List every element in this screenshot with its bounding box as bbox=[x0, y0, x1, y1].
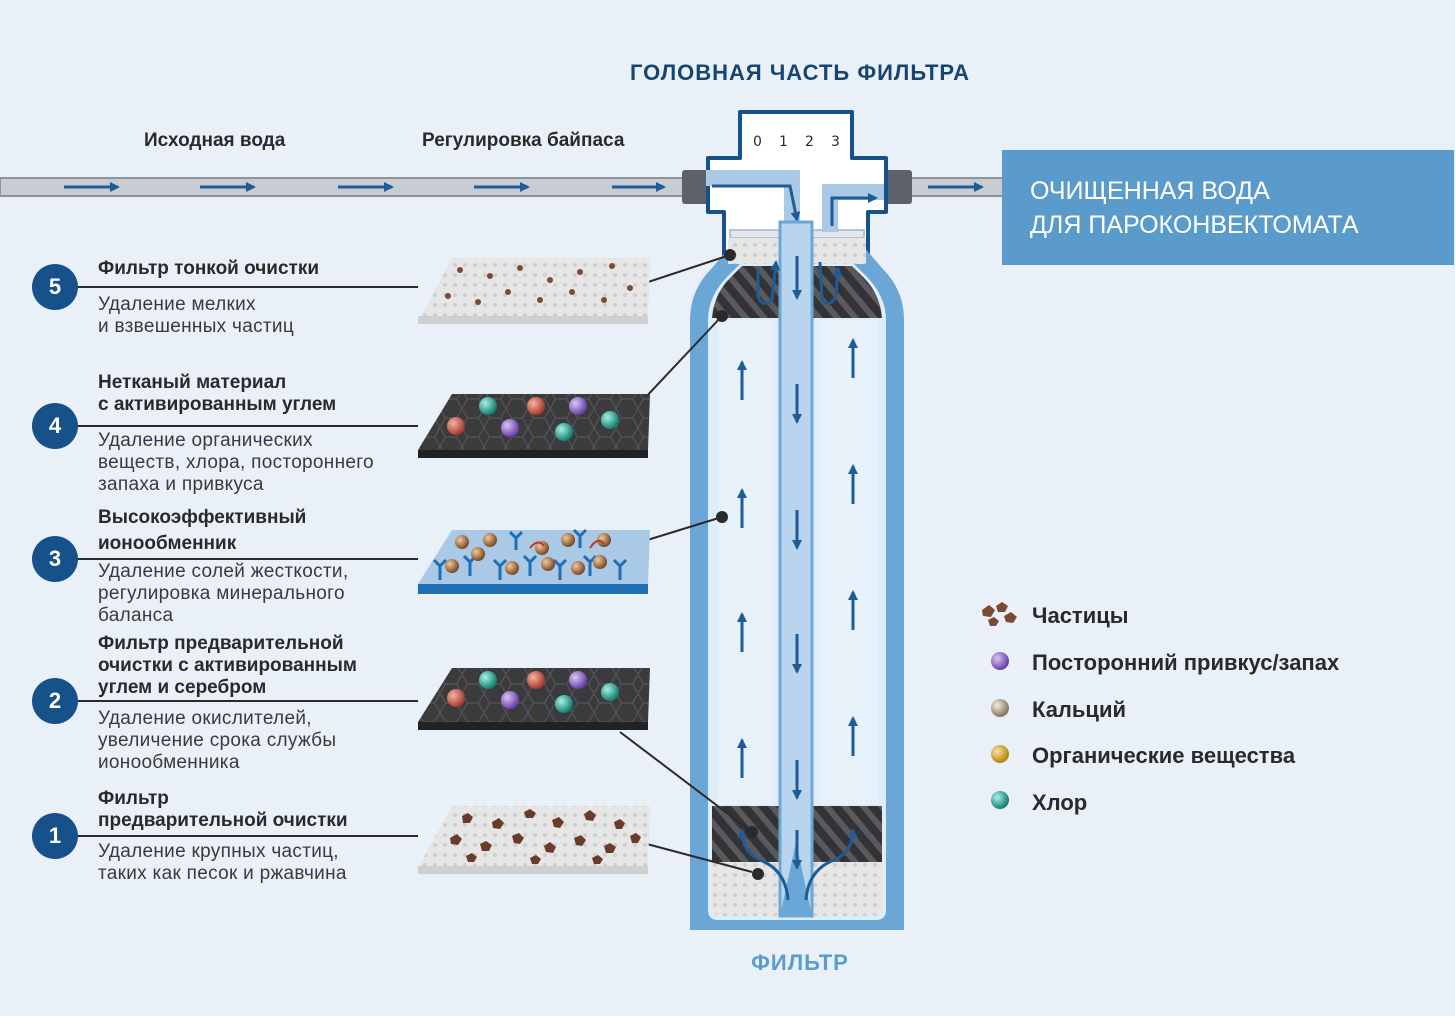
teal-sphere-icon bbox=[991, 791, 1009, 809]
media-sample-3 bbox=[418, 528, 650, 594]
media-sample-2 bbox=[418, 668, 650, 730]
stage-3-title-line: Высокоэффективный bbox=[98, 507, 307, 528]
legend-label-organics: Органические вещества bbox=[1032, 743, 1296, 768]
stage-3-desc-line: баланса bbox=[98, 605, 174, 626]
stage-5-desc-line: Удаление мелких bbox=[98, 294, 256, 315]
stage-5-title: Фильтр тонкой очистки bbox=[98, 258, 319, 280]
stage-1-desc-line: таких как песок и ржавчина bbox=[98, 863, 347, 884]
inlet-coupling bbox=[682, 170, 710, 204]
stage-badge-5: 5 bbox=[32, 264, 78, 310]
legend-label-taste-odor: Посторонний привкус/запах bbox=[1032, 650, 1340, 675]
filter-housing bbox=[690, 220, 904, 930]
header-title: ГОЛОВНАЯ ЧАСТЬ ФИЛЬТРА bbox=[629, 60, 971, 85]
stage-badge-3: 3 bbox=[32, 536, 78, 582]
stage-2-title-line: углем и серебром bbox=[98, 677, 267, 698]
bypass-dial-mark-2: 2 bbox=[805, 134, 814, 150]
beige-sphere-icon bbox=[991, 699, 1009, 717]
stage-3-desc: Удаление солей жесткости, регулировка ми… bbox=[98, 561, 348, 627]
flow-arrows bbox=[737, 256, 858, 901]
stage-4-title-line: Нетканый материал bbox=[98, 372, 287, 393]
media-sample-5 bbox=[418, 258, 650, 324]
stage-badge-2: 2 bbox=[32, 678, 78, 724]
stage-5-desc-line: и взвешенных частиц bbox=[98, 316, 295, 337]
stage-3-desc-line: регулировка минерального bbox=[98, 583, 345, 604]
inlet-pipe bbox=[0, 177, 691, 197]
stage-badge-1: 1 bbox=[32, 813, 78, 859]
output-line-2: ДЛЯ ПАРОКОНВЕКТОМАТА bbox=[1030, 211, 1359, 239]
stage-4-title: Нетканый материал с активированным углем bbox=[98, 372, 336, 416]
legend-label-calcium: Кальций bbox=[1032, 697, 1127, 722]
stage-3-desc-line: Удаление солей жесткости, bbox=[98, 561, 349, 582]
stage-1-title-line: предварительной очистки bbox=[98, 810, 348, 831]
stage-2-desc-line: увеличение срока службы bbox=[98, 730, 337, 751]
particles-icon bbox=[982, 602, 1017, 626]
stage-1-desc: Удаление крупных частиц, таких как песок… bbox=[98, 841, 347, 885]
stage-4-desc-line: Удаление органических bbox=[98, 430, 313, 451]
stage-4-desc: Удаление органических веществ, хлора, по… bbox=[98, 430, 374, 496]
stage-2-desc-line: ионообменника bbox=[98, 752, 240, 773]
stage-2-title-line: очистки с активированным bbox=[98, 655, 357, 676]
stage-badge-4: 4 bbox=[32, 403, 78, 449]
bypass-label: Регулировка байпаса bbox=[422, 130, 625, 151]
stage-3-title-line: ионообменник bbox=[98, 533, 237, 554]
media-sample-4 bbox=[418, 394, 650, 458]
stage-2-title: Фильтр предварительной очистки с активир… bbox=[98, 633, 357, 699]
stage-1-title: Фильтр предварительной очистки bbox=[98, 788, 348, 832]
legend-label-particles: Частицы bbox=[1032, 603, 1129, 628]
stage-4-desc-line: запаха и привкуса bbox=[98, 474, 264, 495]
stage-5-desc: Удаление мелких и взвешенных частиц bbox=[98, 294, 294, 338]
outlet-coupling bbox=[884, 170, 912, 204]
bypass-dial-mark-3: 3 bbox=[831, 134, 840, 150]
stage-1-title-line: Фильтр bbox=[98, 788, 169, 809]
stage-1-desc-line: Удаление крупных частиц, bbox=[98, 841, 339, 862]
media-sample-1 bbox=[418, 806, 650, 874]
bypass-dial-mark-0: 0 bbox=[753, 134, 762, 150]
outlet-pipe bbox=[904, 177, 1006, 197]
output-water-text: ОЧИЩЕННАЯ ВОДА ДЛЯ ПАРОКОНВЕКТОМАТА bbox=[1030, 174, 1359, 242]
source-water-label: Исходная вода bbox=[144, 130, 286, 151]
stage-2-desc-line: Удаление окислителей, bbox=[98, 708, 312, 729]
output-water-box: ОЧИЩЕННАЯ ВОДА ДЛЯ ПАРОКОНВЕКТОМАТА bbox=[1002, 150, 1454, 265]
filter-label: ФИЛЬТР bbox=[751, 950, 849, 975]
stage-2-desc: Удаление окислителей, увеличение срока с… bbox=[98, 708, 336, 774]
stage-4-desc-line: веществ, хлора, постороннего bbox=[98, 452, 374, 473]
bypass-dial-mark-1: 1 bbox=[779, 134, 788, 150]
stage-3-title: Высокоэффективный ионообменник bbox=[98, 505, 306, 557]
output-line-1: ОЧИЩЕННАЯ ВОДА bbox=[1030, 177, 1270, 205]
purple-sphere-icon bbox=[991, 652, 1009, 670]
stage-2-title-line: Фильтр предварительной bbox=[98, 633, 344, 654]
stage-5-title-line: Фильтр тонкой очистки bbox=[98, 258, 320, 279]
stage-4-title-line: с активированным углем bbox=[98, 394, 337, 415]
gold-sphere-icon bbox=[991, 745, 1009, 763]
legend-label-chlorine: Хлор bbox=[1032, 790, 1088, 815]
leader-lines bbox=[78, 249, 764, 880]
